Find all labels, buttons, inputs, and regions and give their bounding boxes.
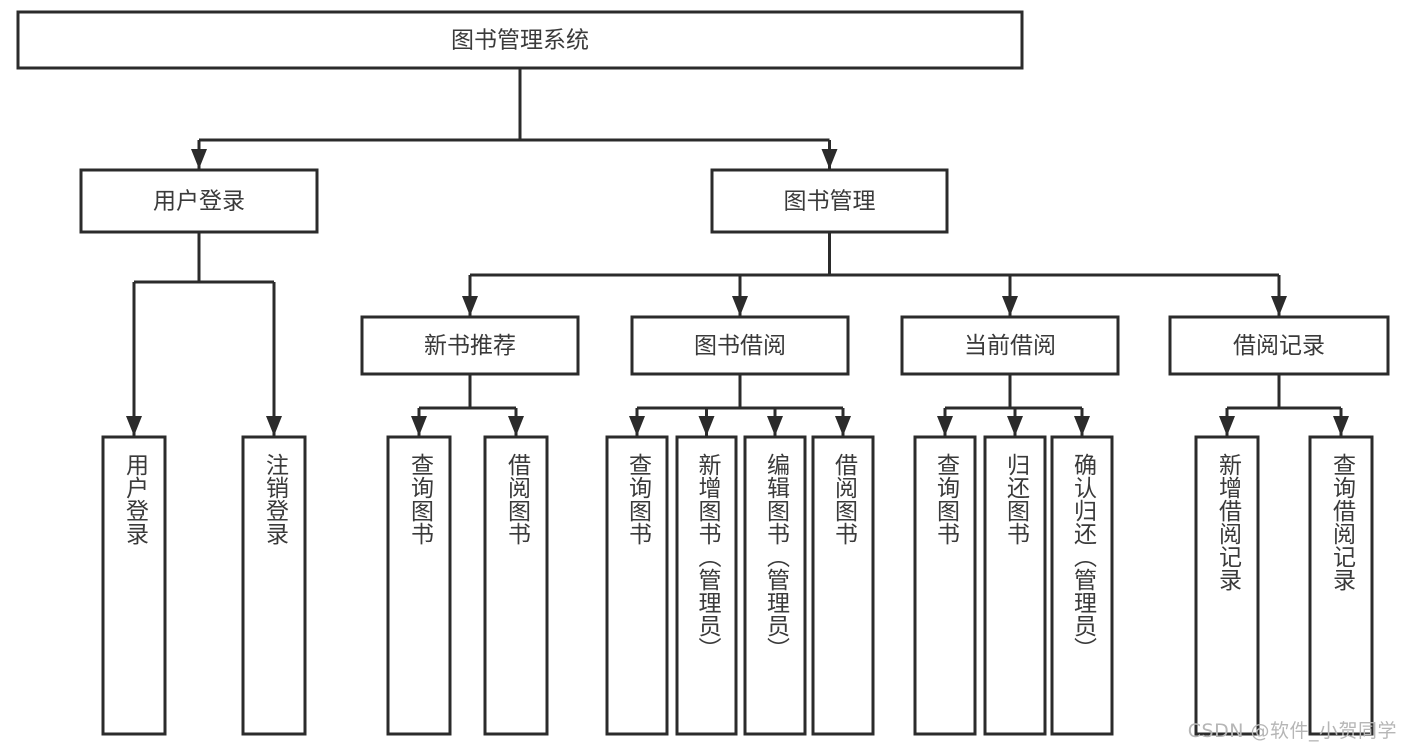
node-new-book-recommend[interactable]: 新书推荐 [360,315,580,376]
node-box [386,435,452,736]
node-label: 当前借阅 [964,333,1056,359]
node-box [605,435,669,736]
arrow-head-icon [1219,416,1235,436]
arrow-head-icon [629,416,645,436]
node-box [1194,435,1260,736]
node-box [630,315,850,376]
node-leaf-query-book-3[interactable]: 查询图书 [913,435,977,736]
node-user-login[interactable]: 用户登录 [79,168,319,234]
node-box [675,435,738,736]
arrow-head-icon [767,416,783,436]
node-label: 借阅图书 [831,453,859,545]
arrow-head-icon [937,416,953,436]
node-label: 查询图书 [407,453,435,545]
arrow-head-icon [411,416,427,436]
node-label: 图书借阅 [694,333,786,359]
node-box [16,10,1024,70]
arrow-head-icon [266,416,282,436]
node-box [710,168,949,234]
arrow-head-icon [508,416,524,436]
node-label: 新书推荐 [424,333,516,359]
node-label: 新增图书（管理员） [694,453,722,660]
node-label: 借阅图书 [504,453,532,545]
node-label: 查询图书 [625,453,653,545]
node-leaf-borrow-book-1[interactable]: 借阅图书 [483,435,549,736]
node-leaf-confirm-return[interactable]: 确认归还（管理员） [1050,435,1114,736]
node-box [983,435,1047,736]
arrow-head-icon [732,296,748,316]
node-leaf-query-record[interactable]: 查询借阅记录 [1308,435,1374,736]
arrow-head-icon [821,149,838,169]
arrow-head-icon [1271,296,1287,316]
node-label: 注销登录 [262,453,290,545]
arrow-head-icon [1002,296,1018,316]
node-label: 借阅记录 [1233,333,1325,359]
node-box [79,168,319,234]
arrow-head-icon [191,149,207,169]
node-book-borrow[interactable]: 图书借阅 [630,315,850,376]
arrow-head-icon [1007,416,1023,436]
node-label: 归还图书 [1003,453,1031,545]
node-label: 确认归还（管理员） [1070,453,1098,660]
node-leaf-return-book[interactable]: 归还图书 [983,435,1047,736]
node-box [483,435,549,736]
node-box [913,435,977,736]
node-current-borrow[interactable]: 当前借阅 [900,315,1120,376]
arrow-head-icon [1333,416,1349,436]
node-box [900,315,1120,376]
node-box [360,315,580,376]
node-leaf-query-book-2[interactable]: 查询图书 [605,435,669,736]
node-label: 查询图书 [933,453,961,545]
node-leaf-logout[interactable]: 注销登录 [241,435,307,736]
node-root[interactable]: 图书管理系统 [16,10,1024,70]
node-leaf-user-login[interactable]: 用户登录 [101,435,167,736]
arrow-head-icon [835,416,851,436]
arrow-head-icon [462,296,478,316]
arrow-head-icon [698,416,715,436]
node-leaf-borrow-book-2[interactable]: 借阅图书 [811,435,875,736]
node-label: 新增借阅记录 [1215,453,1243,591]
node-label: 查询借阅记录 [1329,453,1357,591]
node-book-manage[interactable]: 图书管理 [710,168,949,234]
node-box [241,435,307,736]
node-box [1050,435,1114,736]
node-box [1168,315,1390,376]
node-leaf-edit-book[interactable]: 编辑图书（管理员） [743,435,807,736]
node-box [101,435,167,736]
node-leaf-add-book[interactable]: 新增图书（管理员） [675,435,738,736]
node-label: 图书管理 [784,189,876,215]
node-leaf-add-record[interactable]: 新增借阅记录 [1194,435,1260,736]
node-leaf-query-book-1[interactable]: 查询图书 [386,435,452,736]
node-label: 用户登录 [153,189,245,215]
node-box [743,435,807,736]
node-layer: 图书管理系统用户登录图书管理新书推荐图书借阅当前借阅借阅记录用户登录注销登录查询… [16,10,1390,736]
arrow-head-icon [1074,416,1090,436]
node-borrow-record[interactable]: 借阅记录 [1168,315,1390,376]
node-box [1308,435,1374,736]
node-label: 图书管理系统 [451,28,589,54]
node-box [811,435,875,736]
arrow-head-icon [126,416,142,436]
node-label: 用户登录 [122,453,150,545]
node-label: 编辑图书（管理员） [763,453,791,660]
connector-layer [126,68,1349,436]
